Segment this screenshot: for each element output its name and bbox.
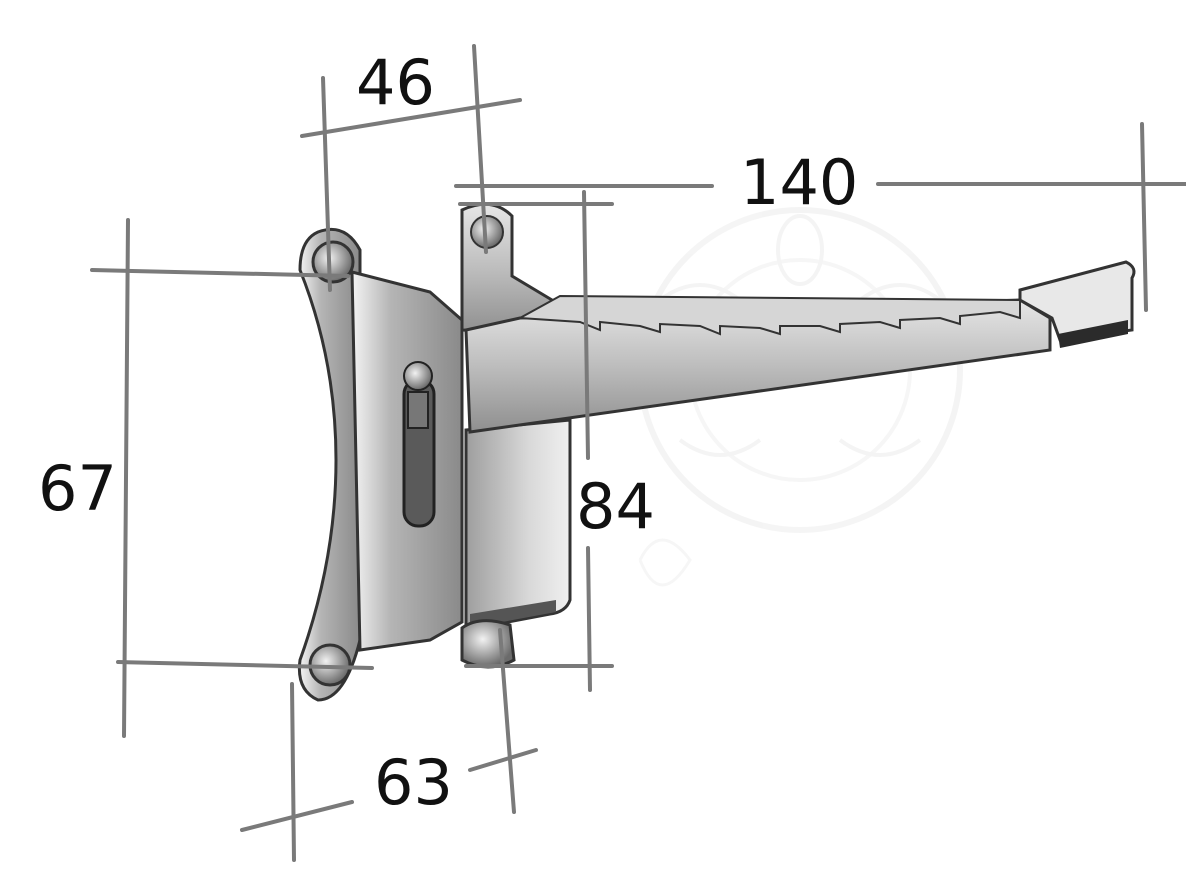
dimension-lines (90, 44, 1186, 862)
arm-tip (1018, 260, 1136, 342)
dimension-label-140: 140 (740, 146, 858, 219)
arm-serrations (516, 294, 1021, 336)
top-screw (311, 240, 355, 284)
dimension-label-67: 67 (38, 452, 117, 525)
dimension-label-63: 63 (374, 746, 453, 819)
dimension-label-46: 46 (356, 46, 435, 119)
support-box (464, 418, 572, 632)
wall-plate (297, 227, 362, 702)
slot-pin (403, 361, 433, 391)
dimension-label-84: 84 (576, 470, 655, 543)
folding-bracket-illustration (297, 202, 1136, 702)
